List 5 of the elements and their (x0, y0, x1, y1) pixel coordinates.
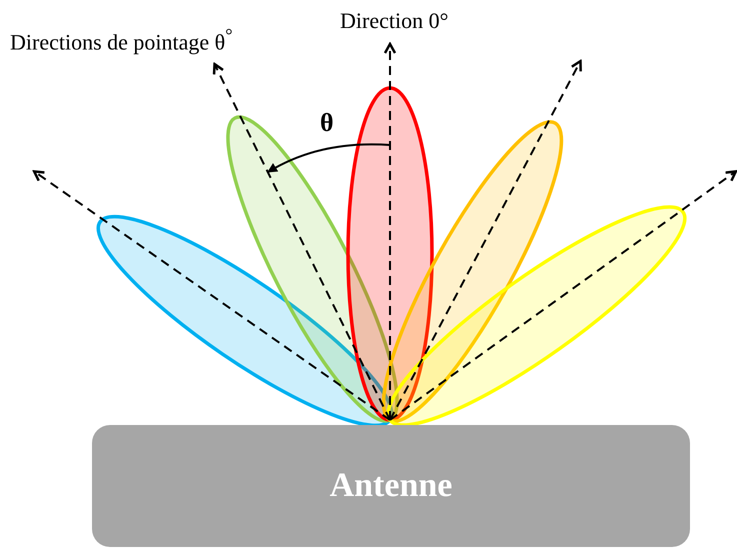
antenna-block (92, 425, 690, 547)
zero-direction-label: Direction 0° (340, 10, 448, 32)
antenna-label: Antenne (330, 467, 452, 505)
angle-label: θ (320, 110, 334, 136)
pointing-directions-label: Directions de pointage θ$^{°}$ (10, 26, 233, 54)
